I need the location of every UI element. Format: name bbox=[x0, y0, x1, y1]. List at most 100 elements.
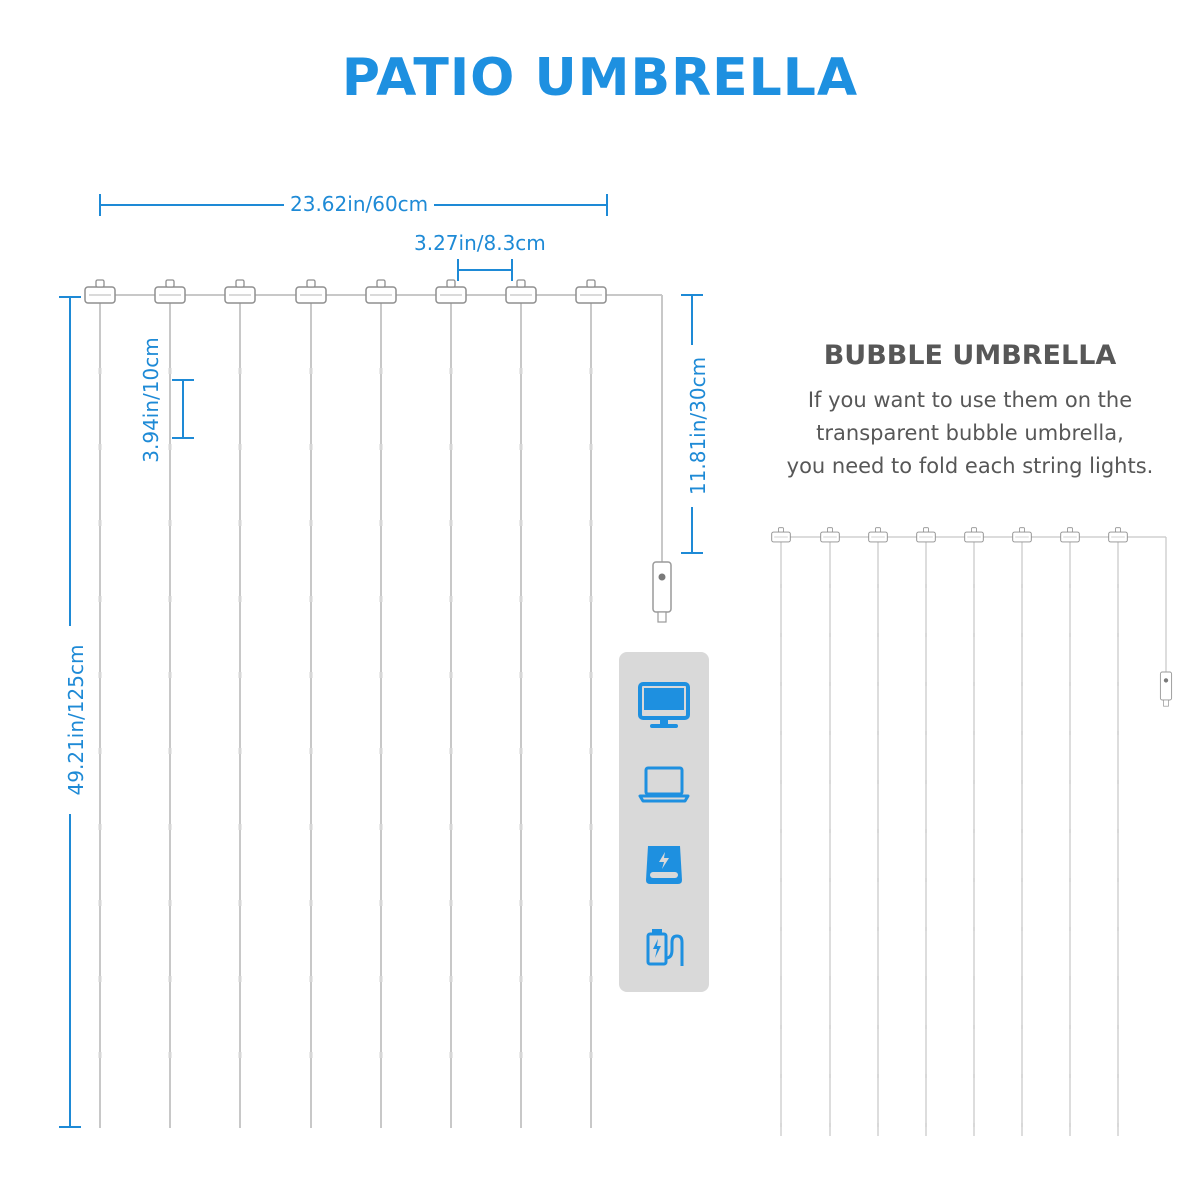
led bbox=[589, 748, 593, 754]
led bbox=[780, 829, 782, 833]
led bbox=[973, 1074, 975, 1078]
led bbox=[973, 878, 975, 882]
led bbox=[780, 1123, 782, 1127]
led bbox=[238, 900, 242, 906]
led bbox=[519, 596, 523, 602]
led bbox=[449, 444, 453, 450]
led bbox=[238, 824, 242, 830]
led bbox=[1069, 878, 1071, 882]
led bbox=[1117, 682, 1119, 686]
hook bbox=[306, 279, 316, 288]
led bbox=[1069, 584, 1071, 588]
usb-controller bbox=[652, 561, 672, 613]
led bbox=[877, 976, 879, 980]
led bbox=[1117, 1074, 1119, 1078]
led bbox=[98, 900, 102, 906]
usb-charger-icon bbox=[646, 929, 684, 966]
usb-plug bbox=[657, 611, 667, 623]
led bbox=[1021, 633, 1023, 637]
led bbox=[168, 900, 172, 906]
hook bbox=[1115, 527, 1121, 533]
hook bbox=[376, 279, 386, 288]
led bbox=[98, 824, 102, 830]
hook bbox=[778, 527, 784, 533]
led bbox=[449, 824, 453, 830]
led bbox=[379, 976, 383, 982]
led bbox=[1021, 780, 1023, 784]
led bbox=[1021, 878, 1023, 882]
led bbox=[925, 1123, 927, 1127]
main-light-strings bbox=[84, 279, 672, 1128]
led bbox=[168, 748, 172, 754]
led bbox=[238, 444, 242, 450]
led bbox=[98, 976, 102, 982]
led bbox=[829, 731, 831, 735]
led bbox=[973, 731, 975, 735]
led bbox=[168, 672, 172, 678]
led bbox=[1021, 927, 1023, 931]
led bbox=[925, 878, 927, 882]
power-source-panel bbox=[619, 652, 709, 992]
led bbox=[925, 584, 927, 588]
led bbox=[449, 976, 453, 982]
led bbox=[925, 731, 927, 735]
led bbox=[589, 824, 593, 830]
laptop-icon bbox=[638, 766, 690, 803]
led bbox=[238, 1052, 242, 1058]
led bbox=[449, 900, 453, 906]
led bbox=[309, 444, 313, 450]
led bbox=[1069, 1074, 1071, 1078]
led bbox=[238, 976, 242, 982]
led bbox=[1021, 976, 1023, 980]
total-width-label: 23.62in/60cm bbox=[284, 192, 435, 216]
led bbox=[589, 596, 593, 602]
led bbox=[829, 584, 831, 588]
led bbox=[1117, 1123, 1119, 1127]
led bbox=[309, 1052, 313, 1058]
led bbox=[379, 520, 383, 526]
led bbox=[1117, 633, 1119, 637]
length-label: 49.21in/125cm bbox=[64, 626, 88, 814]
led bbox=[238, 368, 242, 374]
description-line: transparent bubble umbrella, bbox=[816, 421, 1124, 445]
led bbox=[973, 780, 975, 784]
lead-wire-label: 11.81in/30cm bbox=[686, 345, 710, 507]
led bbox=[780, 731, 782, 735]
led bbox=[449, 748, 453, 754]
led bbox=[98, 368, 102, 374]
hook bbox=[1067, 527, 1073, 533]
led bbox=[877, 927, 879, 931]
led bbox=[309, 824, 313, 830]
led bbox=[449, 1052, 453, 1058]
led bbox=[379, 1052, 383, 1058]
led bbox=[168, 444, 172, 450]
led bbox=[379, 748, 383, 754]
led bbox=[1021, 682, 1023, 686]
led bbox=[829, 1025, 831, 1029]
led bbox=[1069, 731, 1071, 735]
led bbox=[98, 1052, 102, 1058]
bubble-umbrella-title: BUBBLE UMBRELLA bbox=[823, 340, 1117, 371]
led bbox=[238, 520, 242, 526]
led bbox=[877, 682, 879, 686]
led bbox=[829, 878, 831, 882]
led bbox=[829, 976, 831, 980]
led bbox=[98, 444, 102, 450]
led bbox=[589, 444, 593, 450]
led bbox=[1117, 584, 1119, 588]
led bbox=[168, 976, 172, 982]
led bbox=[238, 672, 242, 678]
led bbox=[877, 1025, 879, 1029]
bubble-umbrella-description: If you want to use them on the transpare… bbox=[760, 384, 1180, 483]
led bbox=[877, 878, 879, 882]
led bbox=[379, 368, 383, 374]
led bbox=[925, 927, 927, 931]
led bbox=[98, 596, 102, 602]
led bbox=[1117, 927, 1119, 931]
led bbox=[1021, 584, 1023, 588]
hook bbox=[446, 279, 456, 288]
led bbox=[1117, 1025, 1119, 1029]
led bbox=[379, 824, 383, 830]
led bbox=[519, 748, 523, 754]
